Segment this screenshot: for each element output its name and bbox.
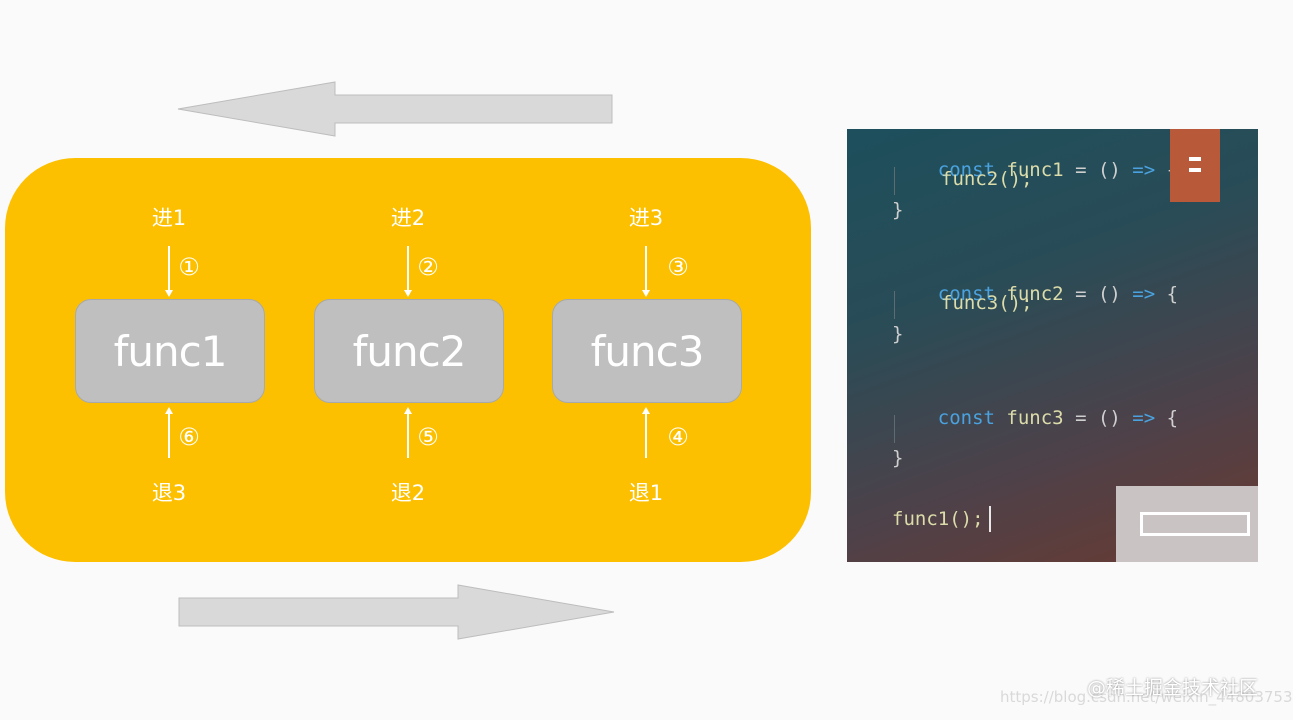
code-line-func3-call: func3(); <box>941 292 1033 314</box>
code-arrow: => <box>1132 407 1156 429</box>
exit-label-3: 退3 <box>151 481 187 505</box>
source-url-watermark: https://blog.csdn.net/weixin_44803753 <box>1000 688 1293 706</box>
overlay-badge-red[interactable] <box>1170 129 1220 202</box>
entry-arrow-1 <box>165 246 173 297</box>
code-line-close: } <box>892 447 903 469</box>
exit-label-2: 退2 <box>390 481 426 505</box>
code-params: = () <box>1063 407 1133 429</box>
step-number-2: ② <box>417 253 439 281</box>
entry-label-3: 进3 <box>628 206 664 230</box>
equals-icon-bar-bottom <box>1189 168 1201 172</box>
code-keyword: const <box>937 407 995 429</box>
entry-label-1: 进1 <box>151 206 187 230</box>
code-params: = () <box>1063 159 1133 181</box>
code-params: = () <box>1063 283 1133 305</box>
bottom-right-arrow <box>178 584 615 640</box>
code-brace: } <box>892 447 904 469</box>
code-function-name: func1 <box>1006 159 1064 181</box>
entry-label-2: 进2 <box>390 206 426 230</box>
indent-guide <box>894 291 895 319</box>
code-function-name: func3 <box>1006 407 1064 429</box>
code-editor-panel: const func1 = () => { func2(); } const f… <box>847 129 1258 562</box>
exit-arrow-2 <box>404 407 412 458</box>
brand-watermark: @稀土掘金技术社区 <box>1086 677 1258 699</box>
code-line-func2-call: func2(); <box>941 168 1033 190</box>
code-arrow: => <box>1132 159 1156 181</box>
step-number-1: ① <box>178 253 200 281</box>
code-call: func2(); <box>941 168 1033 190</box>
step-number-5: ⑤ <box>417 423 439 451</box>
entry-arrow-2 <box>404 246 412 297</box>
code-line-func2-decl: const func2 = () => { <box>892 261 1178 327</box>
text-cursor <box>989 506 991 532</box>
code-line-close: } <box>892 199 903 221</box>
exit-arrow-1 <box>165 407 173 458</box>
func2-box: func2 <box>314 299 504 403</box>
exit-label-1: 退1 <box>628 481 664 505</box>
indent-guide <box>894 415 895 443</box>
code-line-func1-invoke: func1(); <box>892 508 984 530</box>
equals-icon-bar-top <box>1189 157 1201 161</box>
indent-guide <box>894 167 895 195</box>
step-number-3: ③ <box>667 253 689 281</box>
func1-box: func1 <box>75 299 265 403</box>
code-line-close: } <box>892 323 903 345</box>
exit-arrow-3 <box>642 407 650 458</box>
entry-arrow-3 <box>642 246 650 297</box>
step-number-6: ⑥ <box>178 423 200 451</box>
top-left-arrow <box>177 81 613 137</box>
code-call: func3(); <box>941 292 1033 314</box>
overlay-badge-grey[interactable] <box>1116 486 1258 562</box>
code-arrow: => <box>1132 283 1156 305</box>
rectangle-icon <box>1140 512 1250 536</box>
code-line-func1-decl: const func1 = () => { <box>892 137 1178 203</box>
code-keyword: const <box>937 283 995 305</box>
code-brace: } <box>892 199 904 221</box>
step-number-4: ④ <box>667 423 689 451</box>
func3-box: func3 <box>552 299 742 403</box>
code-keyword: const <box>937 159 995 181</box>
code-function-name: func2 <box>1006 283 1064 305</box>
code-brace: { <box>1155 407 1179 429</box>
code-line-func3-decl: const func3 = () => { <box>892 385 1178 451</box>
code-brace: { <box>1155 283 1179 305</box>
code-call: func1(); <box>892 508 984 530</box>
code-brace: } <box>892 323 904 345</box>
